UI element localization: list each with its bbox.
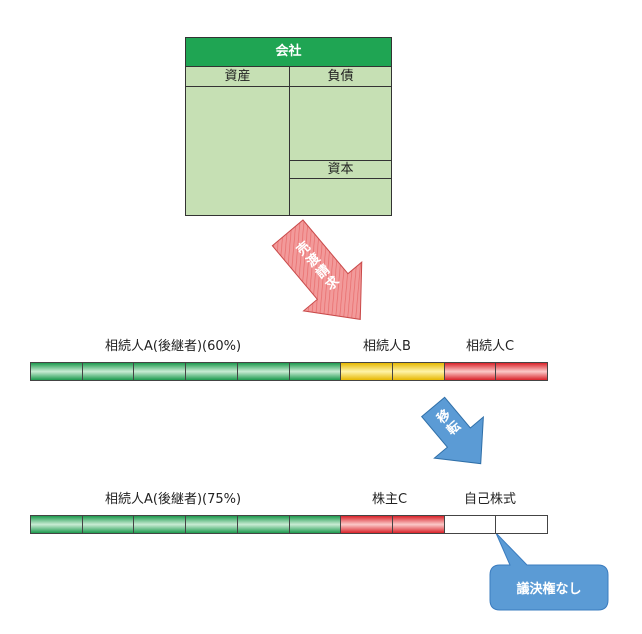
share-segment-green (30, 515, 83, 534)
share-segment-green (236, 515, 290, 534)
before-heir-b-label: 相続人B (363, 339, 411, 354)
company-header: 会社 (185, 37, 392, 67)
before-heir-a-label: 相続人A(後継者)(60%) (105, 339, 242, 354)
share-bar-after (30, 515, 549, 534)
share-segment-green (81, 362, 135, 381)
liabilities-body (289, 86, 392, 161)
share-segment-white (443, 515, 497, 534)
share-segment-green (236, 362, 290, 381)
company-title: 会社 (275, 44, 302, 59)
share-segment-red (443, 362, 497, 381)
assets-label: 資産 (224, 69, 251, 84)
share-segment-red (340, 515, 393, 534)
transfer-arrow: 移転 (420, 396, 484, 465)
share-segment-green (81, 515, 135, 534)
after-treasury-label: 自己株式 (464, 492, 517, 507)
sale-demand-arrow: 売渡請求 (271, 219, 363, 321)
share-segment-yellow (391, 362, 445, 381)
after-shareholder-c-label: 株主C (372, 492, 408, 507)
capital-label: 資本 (327, 162, 354, 177)
share-segment-white (495, 515, 549, 534)
after-heir-a-label: 相続人A(後継者)(75%) (105, 492, 242, 507)
share-bar-before (30, 362, 549, 381)
no-voting-text: 議決権なし (516, 581, 581, 597)
share-segment-green (185, 362, 238, 381)
share-segment-green (288, 362, 342, 381)
share-segment-red (495, 362, 549, 381)
capital-body (289, 178, 392, 216)
no-voting-callout: 議決権なし (489, 532, 609, 611)
share-segment-green (288, 515, 342, 534)
share-segment-red (391, 515, 445, 534)
share-segment-green (185, 515, 238, 534)
share-segment-green (133, 515, 187, 534)
share-segment-yellow (340, 362, 393, 381)
share-segment-green (133, 362, 187, 381)
assets-body (185, 86, 290, 216)
share-segment-green (30, 362, 83, 381)
liabilities-label: 負債 (327, 69, 354, 84)
before-heir-c-label: 相続人C (466, 339, 515, 354)
